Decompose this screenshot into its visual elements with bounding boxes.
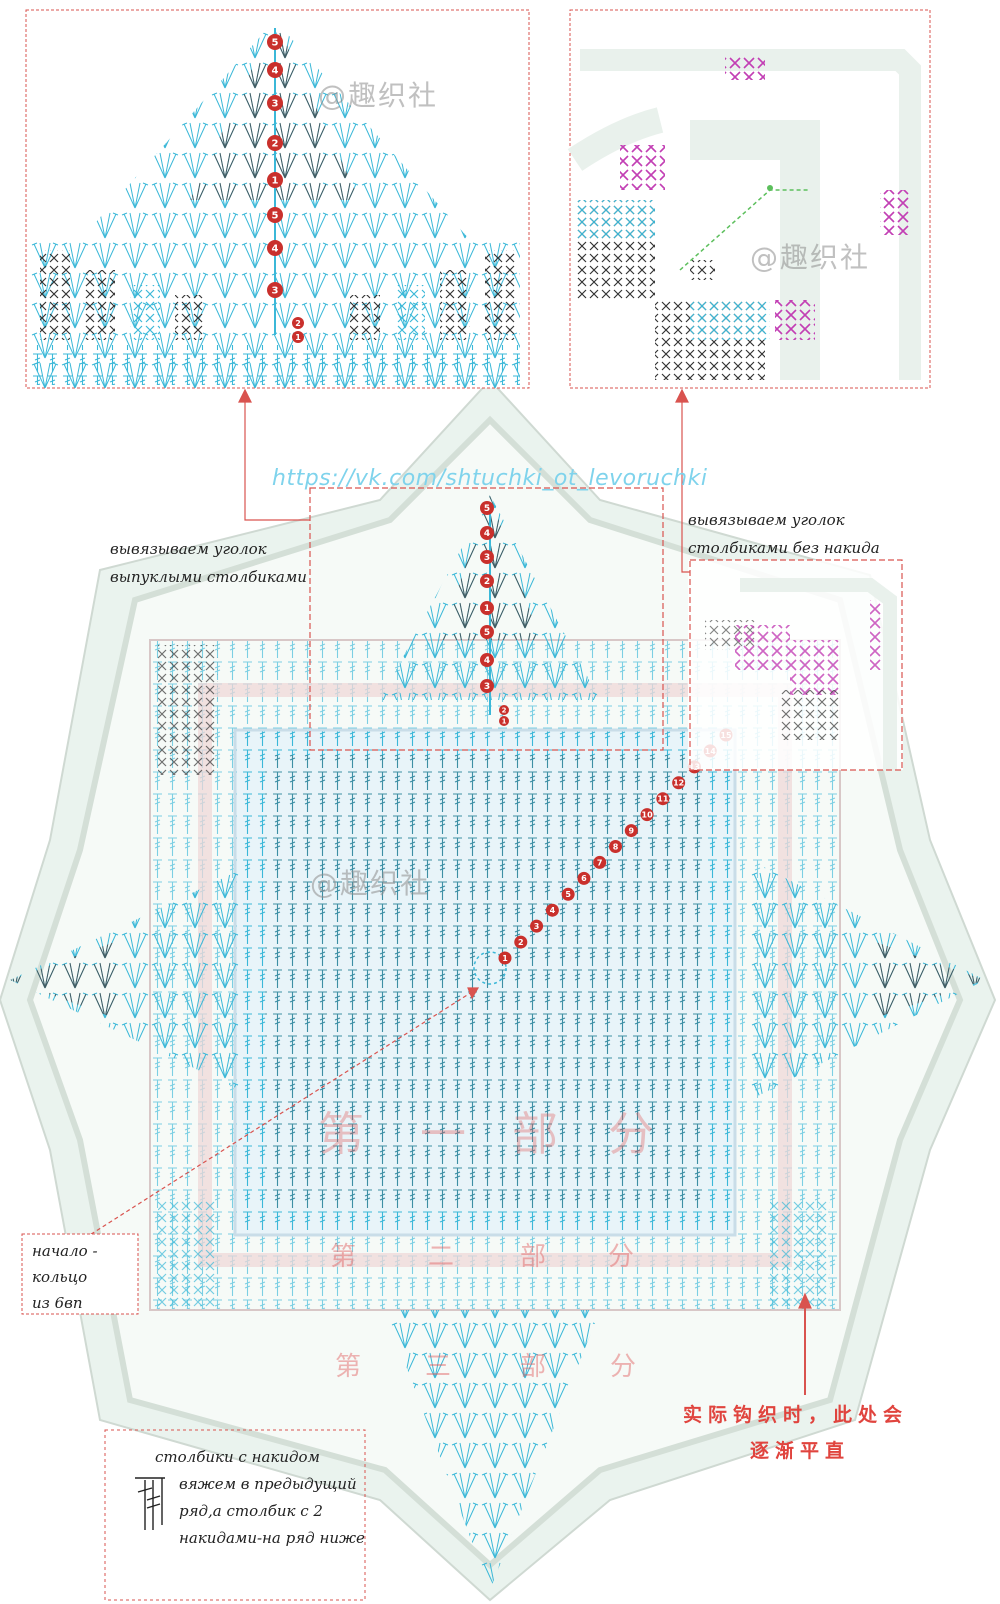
top-point-row-number-circle: [480, 679, 494, 693]
cn-note-line2: 逐渐平直: [750, 1440, 851, 1462]
start-note-box: [21, 1233, 139, 1315]
legend-note: столбики с накидом вяжем в предыдущий ря…: [155, 1448, 365, 1547]
watermark-main: @趣织社: [310, 867, 431, 900]
top-point-row-number: 3: [484, 553, 490, 563]
diagonal-row-number-circle: [577, 871, 591, 885]
row-numbers-top-point: 5 4 3 2 1 5 4 3 2 1: [480, 501, 509, 726]
top-point-row-number: 1: [502, 718, 507, 726]
inset-row-number-circle: [267, 95, 283, 111]
row-numbers-inset: 5 4 3 2 1 5 4 3 2 1: [267, 34, 304, 343]
top-point-row-number: 2: [484, 577, 490, 587]
inset-row-number: 1: [272, 176, 279, 187]
diagonal-row-number: 7: [597, 858, 603, 867]
inset-row-number: 2: [272, 139, 279, 150]
inset-row-number: 1: [295, 333, 301, 342]
inset-row-number: 3: [272, 286, 279, 297]
top-point-row-number-circle: [499, 716, 509, 726]
left-corner-note: вывязываем уголок выпуклыми столбиками: [110, 540, 307, 586]
inset-row-number-circle: [267, 34, 283, 50]
diagonal-row-number: 12: [673, 779, 684, 788]
top-point-row-number-circle: [480, 601, 494, 615]
inset-row-number-circle: [292, 331, 304, 343]
top-point-row-number-circle: [480, 574, 494, 588]
inset-row-number-circle: [267, 207, 283, 223]
top-point-row-number: 5: [484, 628, 490, 638]
inset-right: [567, 9, 931, 389]
diagonal-row-number: 9: [628, 826, 634, 835]
right-corner-note: вывязываем уголок столбиками без накида: [688, 511, 880, 557]
diagonal-row-number-circle: [640, 808, 654, 822]
connector-lines: [84, 388, 903, 1395]
top-point-row-number: 4: [484, 656, 490, 666]
inset-row-number: 5: [272, 211, 279, 222]
left-point: [10, 870, 240, 1090]
top-point-row-number-circle: [480, 501, 494, 515]
diagonal-row-number-circle: [656, 792, 670, 806]
inset-row-number: 4: [272, 244, 279, 255]
inset-row-number-circle: [267, 172, 283, 188]
inset-row-number-circle: [292, 317, 304, 329]
inset-row-number-circle: [267, 240, 283, 256]
diagonal-row-number: 4: [550, 906, 556, 915]
diagonal-row-number: 3: [534, 922, 540, 931]
inset-row-number-circle: [267, 62, 283, 78]
inset-row-number: 3: [272, 99, 279, 110]
top-point-row-number-circle: [480, 550, 494, 564]
watermark-inset-left: @趣织社: [318, 79, 439, 112]
corner-detail-box: [688, 560, 903, 770]
diagonal-row-number-circle: [498, 951, 512, 965]
diagonal-row-number-circle: [672, 776, 686, 790]
diagonal-row-number-circle: [514, 935, 528, 949]
diagonal-row-number: 1: [502, 954, 508, 963]
top-point-row-number-circle: [480, 625, 494, 639]
inset-row-number-circle: [267, 135, 283, 151]
source-url[interactable]: https://vk.com/shtuchki_ot_levoruchki: [272, 466, 708, 491]
diagonal-row-number-circle: [561, 887, 575, 901]
diagonal-row-number-circle: [593, 855, 607, 869]
diagonal-row-number: 2: [518, 938, 524, 947]
diagonal-row-number: 5: [565, 890, 571, 899]
diagonal-row-number: 10: [642, 811, 654, 820]
cn-note-line1: 实际钩织时，此处会: [683, 1404, 909, 1426]
top-point-row-number: 1: [484, 604, 490, 614]
legend-symbol: [104, 1429, 366, 1601]
top-point-row-number: 4: [484, 529, 490, 539]
start-note: начало - кольцо из 6вп: [32, 1242, 98, 1312]
top-point-row-number: 2: [502, 707, 507, 715]
diagonal-row-number: 6: [581, 874, 587, 883]
top-point-row-number: 5: [484, 504, 490, 514]
diagonal-row-number-circle: [609, 840, 622, 853]
diagonal-row-number-circle: [624, 824, 638, 838]
inset-row-number-circle: [267, 282, 283, 298]
inset-row-number: 2: [295, 319, 301, 328]
bottom-point: [385, 1310, 600, 1590]
diagonal-row-number-circle: [545, 903, 559, 917]
watermark-inset-right: @趣织社: [750, 241, 871, 274]
top-point-row-number-circle: [480, 526, 494, 540]
top-point-row-number: 3: [484, 682, 490, 692]
inset-row-number: 5: [272, 38, 279, 49]
right-point: [750, 860, 985, 1100]
inset-row-number: 4: [272, 66, 279, 77]
top-point-row-number-circle: [480, 653, 494, 667]
diagonal-row-number: 11: [657, 795, 669, 804]
start-ring: [473, 951, 507, 985]
diagonal-row-number-circle: [530, 919, 544, 933]
diagonal-row-number: 8: [613, 842, 619, 851]
top-point-row-number-circle: [499, 705, 509, 715]
